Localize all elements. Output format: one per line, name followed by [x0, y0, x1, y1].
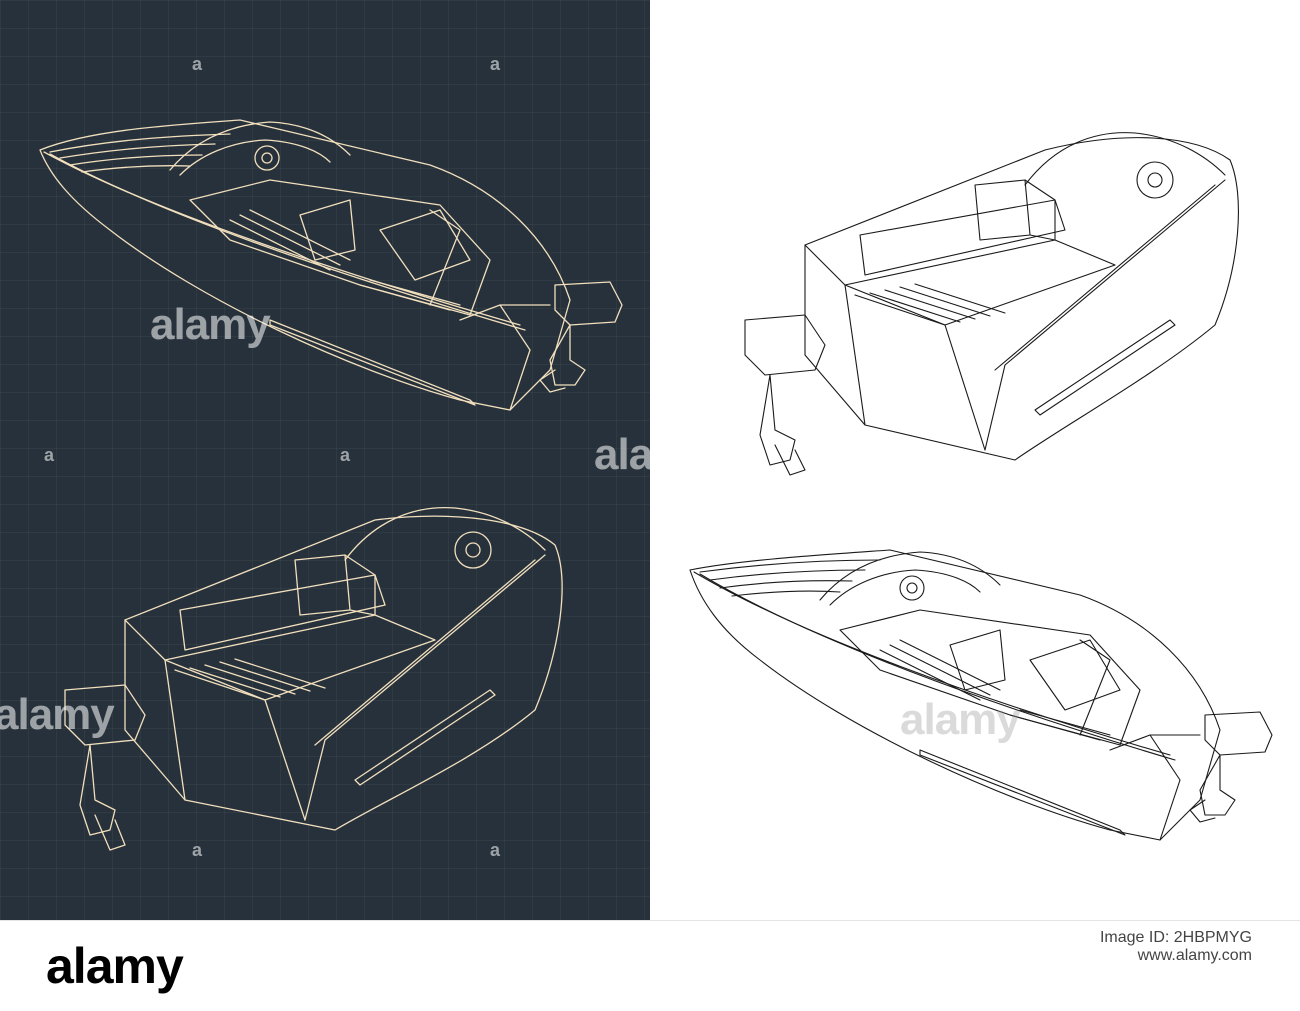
- boat-drawing-top-left: [30, 110, 630, 440]
- footer-bar: alamy Image ID: 2HBPMYG www.alamy.com: [0, 920, 1300, 1011]
- sketch-panel: alamy: [650, 0, 1300, 920]
- boat-drawing-bottom-right: [680, 540, 1280, 870]
- blueprint-panel: a a alamy a a ala alamy a a: [0, 0, 650, 920]
- watermark-word-cut: ala: [594, 430, 650, 479]
- boat-drawing-bottom-left: [55, 500, 585, 870]
- brand-logo: alamy: [46, 938, 184, 994]
- watermark-glyph: a: [490, 840, 501, 860]
- image-id: Image ID: 2HBPMYG: [1099, 929, 1252, 946]
- watermark-glyph: a: [490, 54, 501, 74]
- boat-drawing-top-right: [744, 125, 1275, 485]
- watermark-word: alamy: [900, 695, 1021, 744]
- watermark-glyph: a: [44, 445, 55, 465]
- watermark-glyph: a: [192, 840, 203, 860]
- watermark-word: alamy: [150, 300, 271, 349]
- watermark-word: alamy: [0, 690, 115, 739]
- footer-info: Image ID: 2HBPMYG www.alamy.com: [1100, 929, 1252, 965]
- watermark-glyph: a: [192, 54, 203, 74]
- watermark-glyph: a: [340, 445, 351, 465]
- site-url: www.alamy.com: [1137, 947, 1252, 964]
